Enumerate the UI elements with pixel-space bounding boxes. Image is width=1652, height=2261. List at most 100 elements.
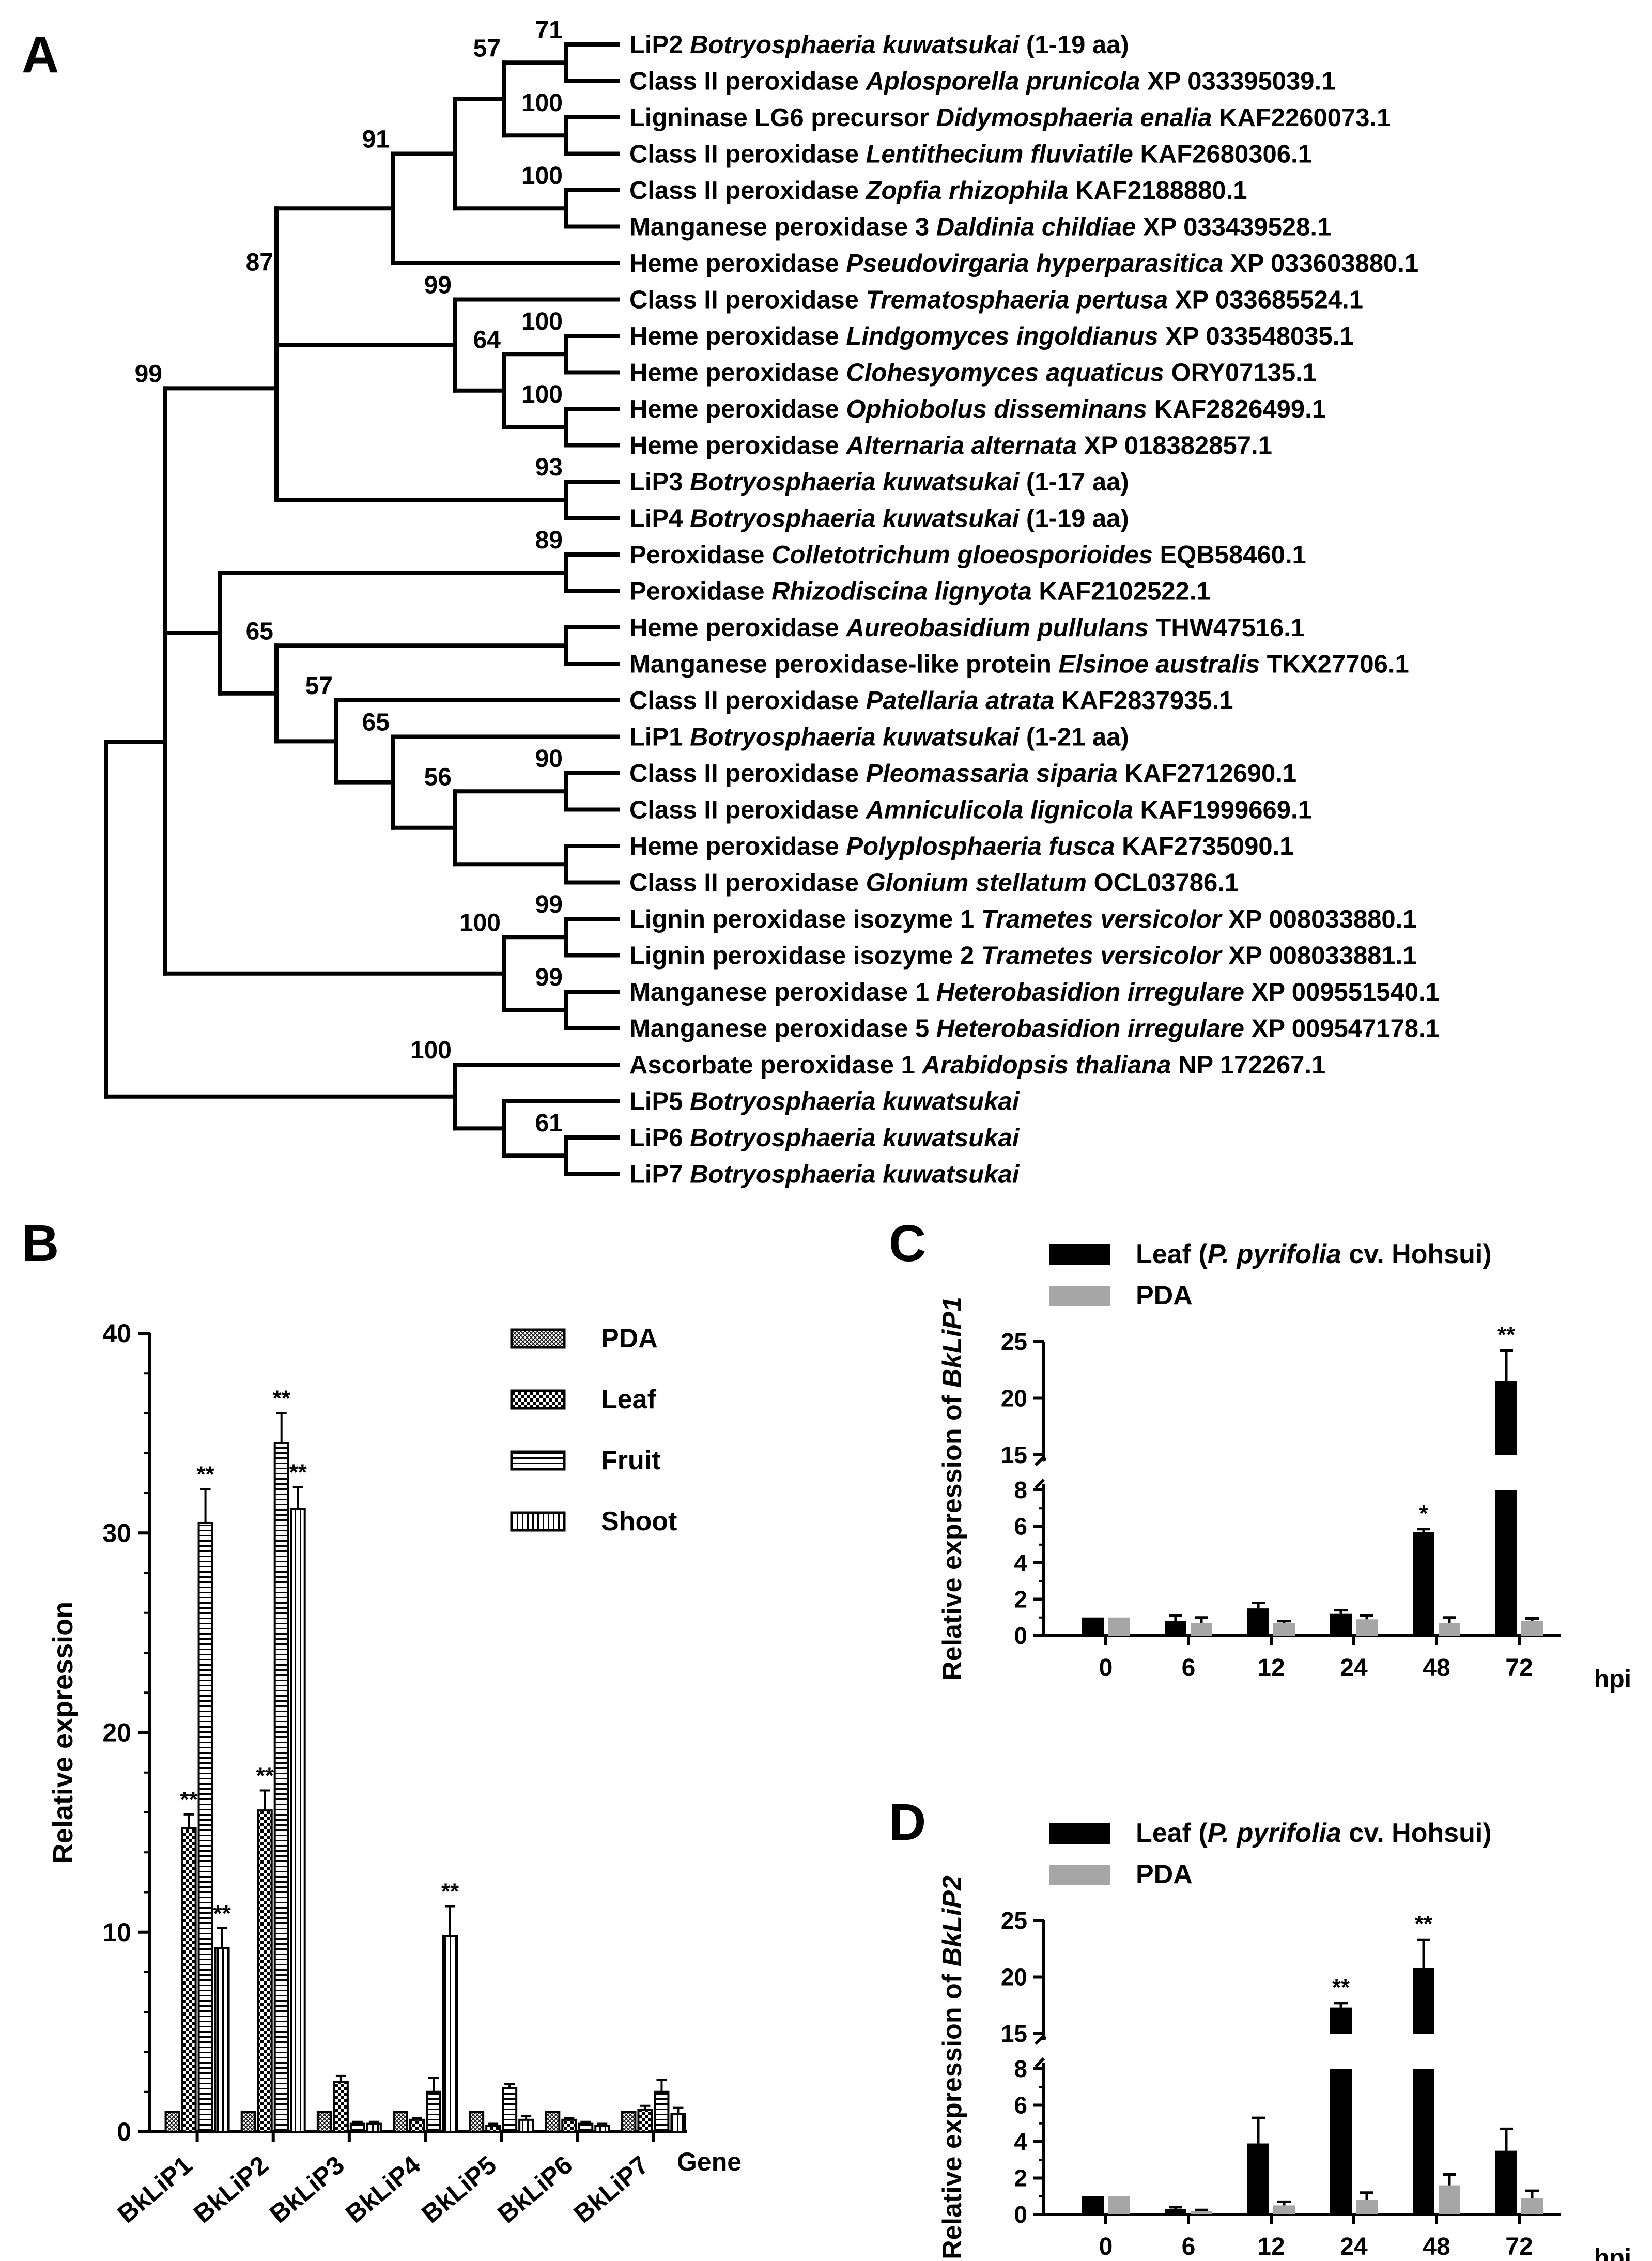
panel-label-a: A (22, 26, 59, 84)
bar (1439, 1623, 1460, 1636)
bootstrap-value: 64 (473, 326, 501, 353)
bootstrap-value: 99 (535, 891, 563, 918)
x-tick-label: 0 (1099, 2233, 1113, 2260)
y-tick-label: 6 (1014, 2092, 1027, 2119)
bar (1082, 1617, 1104, 1636)
bar (1191, 2210, 1212, 2214)
bootstrap-value: 100 (410, 1037, 452, 1064)
tree-leaf-label: Class II peroxidase Patellaria atrata KA… (629, 687, 1233, 715)
x-tick-label: 48 (1423, 1654, 1450, 1682)
y-tick-label: 30 (102, 1518, 131, 1547)
tree-leaf-label: Class II peroxidase Amniculicola lignico… (629, 796, 1312, 824)
y-tick-label: 0 (1014, 1622, 1027, 1649)
significance-mark: ** (289, 1459, 307, 1485)
bar (1521, 2198, 1543, 2214)
legend-swatch (1049, 1244, 1110, 1265)
tree-leaf-label: LiP5 Botryosphaeria kuwatsukai (629, 1088, 1020, 1116)
y-tick-label: 25 (1001, 1328, 1027, 1355)
tree-leaf-label: Heme peroxidase Polyplosphaeria fusca KA… (629, 833, 1294, 860)
bar-lower-segment (1413, 2069, 1434, 2214)
tree-leaf-label: LiP2 Botryosphaeria kuwatsukai (1-19 aa) (629, 31, 1129, 59)
y-tick-label: 20 (1001, 1385, 1027, 1412)
bar (409, 2118, 425, 2133)
significance-mark: ** (196, 1462, 214, 1487)
tree-leaf-label: Manganese peroxidase-like protein Elsino… (629, 651, 1409, 679)
y-tick-label: 15 (1001, 2020, 1027, 2047)
bootstrap-value: 65 (246, 618, 273, 645)
bar (621, 2111, 637, 2133)
legend-swatch (1049, 1865, 1110, 1885)
bar (1413, 1967, 1434, 2034)
significance-mark: ** (1497, 1322, 1516, 1348)
y-axis-title: Relative expression of BkLiP1 (937, 1297, 967, 1681)
tree-leaf-label: Class II peroxidase Lentithecium fluviat… (629, 141, 1312, 168)
bar (240, 2111, 256, 2133)
bootstrap-value: 99 (135, 360, 162, 388)
bar (197, 1521, 213, 2133)
significance-mark: ** (273, 1386, 291, 1411)
bar (316, 2111, 332, 2133)
significance-mark: ** (256, 1763, 274, 1789)
x-tick-label: BkLiP2 (188, 2150, 274, 2229)
x-tick-label: 0 (1099, 1654, 1113, 1682)
bar (1330, 1613, 1352, 1636)
bar-lower-segment (1495, 1490, 1517, 1636)
significance-mark: ** (441, 1879, 459, 1904)
x-tick-label: 6 (1182, 2233, 1196, 2260)
x-tick-label: BkLiP4 (340, 2150, 426, 2228)
bar (654, 2090, 670, 2133)
bar (1247, 2143, 1269, 2214)
y-tick-label: 8 (1014, 2055, 1027, 2082)
y-tick-label: 25 (1001, 1907, 1027, 1934)
x-axis-title: hpi (1594, 1666, 1631, 1693)
panel-label-d: D (889, 1793, 926, 1851)
legend-label: PDA (1136, 1281, 1193, 1311)
bootstrap-value: 57 (305, 672, 333, 700)
tree-leaf-label: LiP6 Botryosphaeria kuwatsukai (629, 1124, 1020, 1152)
bar (594, 2125, 610, 2133)
bar (1495, 2150, 1517, 2214)
panel-label-b: B (22, 1214, 59, 1272)
legend-label: Leaf (601, 1385, 657, 1414)
legend-label: PDA (601, 1324, 658, 1353)
bar (1356, 2200, 1378, 2214)
tree-leaf-label: LiP1 Botryosphaeria kuwatsukai (1-21 aa) (629, 724, 1129, 751)
bar (1495, 1381, 1517, 1455)
y-tick-label: 20 (1001, 1964, 1027, 1991)
legend-swatch (510, 1389, 566, 1410)
bootstrap-value: 91 (362, 126, 390, 153)
bootstrap-value: 89 (535, 527, 563, 554)
bar (349, 2122, 365, 2133)
axis-break-mark (1034, 1454, 1046, 1467)
bar (290, 1508, 306, 2133)
bar (518, 2118, 534, 2133)
bar (1191, 1623, 1212, 1636)
legend-label: Leaf (P. pyrifolia cv. Hohsui) (1136, 1818, 1492, 1848)
bar (469, 2111, 485, 2133)
tree-leaf-label: Manganese peroxidase 1 Heterobasidion ir… (629, 978, 1440, 1006)
x-tick-label: BkLiP1 (112, 2150, 198, 2229)
significance-mark: * (1419, 1501, 1428, 1526)
bar (273, 1442, 289, 2133)
tree-leaf-label: Class II peroxidase Glonium stellatum OC… (629, 869, 1239, 897)
significance-mark: ** (213, 1901, 231, 1926)
legend-swatch (510, 1450, 566, 1471)
tree-leaf-label: Heme peroxidase Clohesyomyces aquaticus … (629, 359, 1317, 387)
bar (502, 2087, 518, 2133)
bootstrap-value: 71 (535, 17, 563, 44)
bar (181, 1827, 197, 2133)
tree-leaf-label: Ascorbate peroxidase 1 Arabidopsis thali… (629, 1051, 1325, 1079)
bar (1273, 2205, 1295, 2214)
bar (578, 2122, 594, 2133)
tree-leaf-label: Ligninase LG6 precursor Didymosphaeria e… (629, 104, 1391, 132)
x-tick-label: 12 (1257, 1654, 1285, 1682)
bar (1247, 1608, 1269, 1636)
bootstrap-value: 93 (535, 454, 563, 481)
y-tick-label: 2 (1014, 1586, 1027, 1613)
bar (442, 1935, 458, 2133)
axis-break-mark (1034, 2033, 1046, 2045)
x-axis-title: hpi (1594, 2244, 1631, 2261)
